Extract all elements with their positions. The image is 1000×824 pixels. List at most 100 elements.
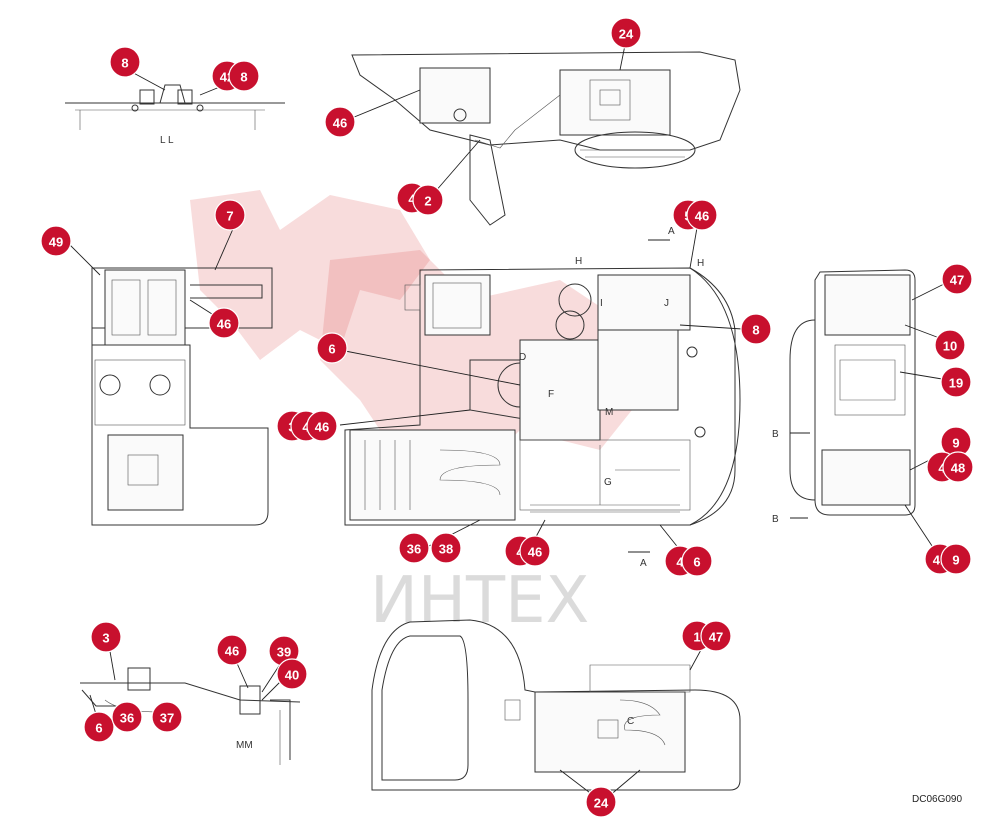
callout-marker [942,451,974,483]
view-label-j: J [664,298,669,309]
callout-2: 2 [412,184,444,216]
view-label-a-top: A [668,226,675,237]
callout-9: 9 [940,543,972,575]
callout-label: 6 [693,555,700,570]
callout-47: 47 [941,263,973,295]
callout-marker [324,106,356,138]
callout-36: 36 [398,532,430,564]
callout-label: 8 [121,56,128,71]
callout-marker [610,17,642,49]
callout-label: 47 [950,273,964,288]
callout-24: 24 [610,17,642,49]
callout-8: 8 [109,46,141,78]
callout-label: 19 [949,376,963,391]
callout-marker [700,620,732,652]
callout-marker [216,634,248,666]
callout-marker [398,532,430,564]
view-label-i: I [600,298,603,309]
callout-label: 46 [695,209,709,224]
watermark-text: ИНТЕХ [370,564,589,638]
callout-marker [109,46,141,78]
callout-46: 46 [686,199,718,231]
callout-label: 9 [952,436,959,451]
callout-label: 24 [594,796,609,811]
callout-label: 4 [938,461,946,476]
callout-3: 3 [90,621,122,653]
callout-label: 36 [120,711,134,726]
left-side-view [91,267,273,526]
view-label-g: G [604,477,612,488]
view-label-m: M [605,407,613,418]
callout-marker [316,332,348,364]
right-side-view: B B [772,269,916,525]
callout-49: 49 [40,225,72,257]
drawing-code: DC06G090 [912,794,962,805]
callout-marker [740,313,772,345]
detail-view-ll: L L [65,84,285,146]
callout-marker [90,621,122,653]
view-label-f: F [548,389,554,400]
callout-label: 4 [302,420,310,435]
callouts: 8428244642749465468634464710199448419363… [40,17,974,818]
callout-8: 8 [228,60,260,92]
callout-label: 1 [693,630,700,645]
callout-8: 8 [740,313,772,345]
side-view-lower: C [371,619,741,791]
callout-label: 46 [528,545,542,560]
callout-marker [214,199,246,231]
callout-marker [111,701,143,733]
callout-label: 4 [676,555,684,570]
callout-7: 7 [214,199,246,231]
callout-38: 38 [430,532,462,564]
callout-label: 46 [315,420,329,435]
callout-label: 46 [333,116,347,131]
callout-label: 49 [49,235,63,250]
callout-46: 46 [208,307,240,339]
callout-label: 7 [226,209,233,224]
callout-47: 47 [700,620,732,652]
callout-label: 4 [408,192,416,207]
callout-label: 2 [424,194,431,209]
callout-marker [228,60,260,92]
callout-label: 10 [943,339,957,354]
callout-46: 46 [324,106,356,138]
detail-view-mm: MM [80,667,301,765]
callout-marker [412,184,444,216]
callout-marker [83,711,115,743]
view-label-b-bottom: B [772,514,779,525]
callout-10: 10 [934,329,966,361]
callout-label: 37 [160,711,174,726]
callout-label: 6 [328,342,335,357]
callout-marker [940,543,972,575]
callout-label: 48 [951,461,965,476]
callout-46: 46 [306,410,338,442]
callout-marker [276,658,308,690]
callout-label: 9 [952,553,959,568]
callout-label: 38 [439,542,453,557]
callout-marker [40,225,72,257]
callout-marker [941,263,973,295]
callout-marker [585,786,617,818]
view-label-d: D [519,352,526,363]
callout-label: 24 [619,27,634,42]
view-label-h-top: H [575,256,582,267]
callout-marker [519,535,551,567]
view-label-b-top: B [772,429,779,440]
callout-label: 8 [752,323,759,338]
watermark: ИНТЕХ [190,190,640,638]
callout-24: 24 [585,786,617,818]
callout-marker [681,545,713,577]
callout-marker [306,410,338,442]
callout-6: 6 [316,332,348,364]
view-label-ll: L L [160,135,174,146]
callout-6: 6 [83,711,115,743]
callout-label: 46 [217,317,231,332]
view-label-h-right: H [697,258,704,269]
callout-6: 6 [681,545,713,577]
callout-46: 46 [216,634,248,666]
view-label-mm: MM [236,740,253,751]
callout-label: 47 [709,630,723,645]
callout-label: 40 [285,668,299,683]
callout-36: 36 [111,701,143,733]
